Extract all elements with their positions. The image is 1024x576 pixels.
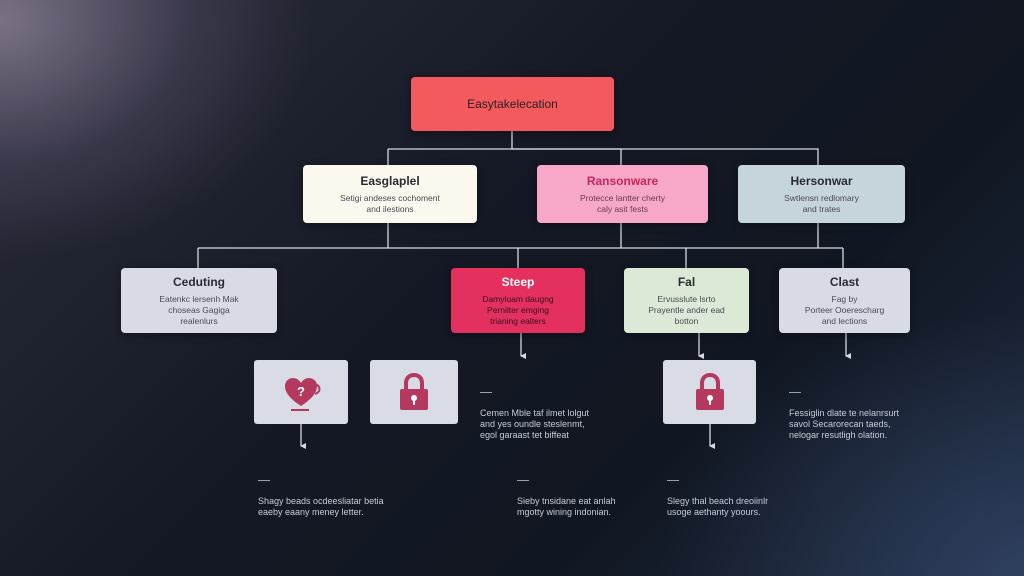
node-description: Setigi andeses cochoment and ilestions <box>340 192 440 214</box>
note-lock: Cemen Mble taf ilmet lolgut and yes ound… <box>480 381 589 441</box>
connector-root-hersonwar <box>512 148 819 165</box>
node-title: Fal <box>677 274 696 289</box>
note-dash <box>480 392 492 393</box>
node-description: Damyluam daugng Pernilter emging trianin… <box>482 293 554 326</box>
lock-icon <box>400 372 428 410</box>
svg-text:?: ? <box>297 384 305 399</box>
root-node[interactable]: Easytakelecation <box>411 77 614 131</box>
node-ransonware[interactable]: Ransonware Protecce lantter cherty caly … <box>537 165 708 223</box>
node-ceduting[interactable]: Ceduting Eatenkc lersenh Mak choseas Gag… <box>121 268 277 333</box>
connector-root-level1 <box>387 131 622 165</box>
note-dash <box>667 480 679 481</box>
node-hersonwar[interactable]: Hersonwar Swtlensn redlomary and trates <box>738 165 905 223</box>
node-title: Ceduting <box>173 274 225 289</box>
note-text: Slegy thal beach dreoiinlr usoge aethant… <box>667 496 769 517</box>
node-description: Eatenkc lersenh Mak choseas Gagiga reale… <box>159 293 239 326</box>
node-title: Steep <box>501 274 535 289</box>
node-title: Easglaplel <box>360 173 420 188</box>
node-title: Hersonwar <box>790 173 853 188</box>
heart-icon: ? <box>285 378 321 411</box>
lock-icon <box>695 372 724 410</box>
note-bottom-1: Shagy beads ocdeesliatar betia eaeby eaa… <box>258 469 384 518</box>
node-description: Fag by Porteer Ooerescharg and lections <box>804 293 885 326</box>
icon-tile-heart[interactable]: ? <box>254 360 348 424</box>
note-dash <box>258 480 270 481</box>
node-easglaplel[interactable]: Easglaplel Setigi andeses cochoment and … <box>303 165 477 223</box>
node-description: Protecce lantter cherty caly asit fests <box>579 192 666 214</box>
note-bottom-2: Sieby tnsidane eat anlah mgotty wining i… <box>517 469 616 518</box>
node-description: Swtlensn redlomary and trates <box>784 192 859 214</box>
node-clast[interactable]: Clast Fag by Porteer Ooerescharg and lec… <box>779 268 910 333</box>
node-description: Ervusslute lsrto Prayentle ander ead bot… <box>648 293 725 326</box>
node-title: Ransonware <box>586 173 659 188</box>
note-bottom-3: Slegy thal beach dreoiinlr usoge aethant… <box>667 469 768 518</box>
note-text: Fessiglin dlate te nelanrsurt savol Seca… <box>789 408 900 440</box>
note-text: Cemen Mble taf ilmet lolgut and yes ound… <box>480 408 590 440</box>
note-dash <box>517 480 529 481</box>
root-node-title: Easytakelecation <box>467 97 558 111</box>
note-text: Sieby tnsidane eat anlah mgotty wining i… <box>517 496 616 517</box>
note-dash <box>789 392 801 393</box>
node-fal[interactable]: Fal Ervusslute lsrto Prayentle ander ead… <box>624 268 749 333</box>
node-steep[interactable]: Steep Damyluam daugng Pernilter emging t… <box>451 268 585 333</box>
node-title: Clast <box>829 274 860 289</box>
icon-tile-lock[interactable] <box>370 360 458 424</box>
icon-tile-lock-2[interactable] <box>663 360 756 424</box>
note-clast: Fessiglin dlate te nelanrsurt savol Seca… <box>789 381 899 441</box>
connector-level1-level2 <box>197 223 844 268</box>
note-text: Shagy beads ocdeesliatar betia eaeby eaa… <box>258 496 384 517</box>
